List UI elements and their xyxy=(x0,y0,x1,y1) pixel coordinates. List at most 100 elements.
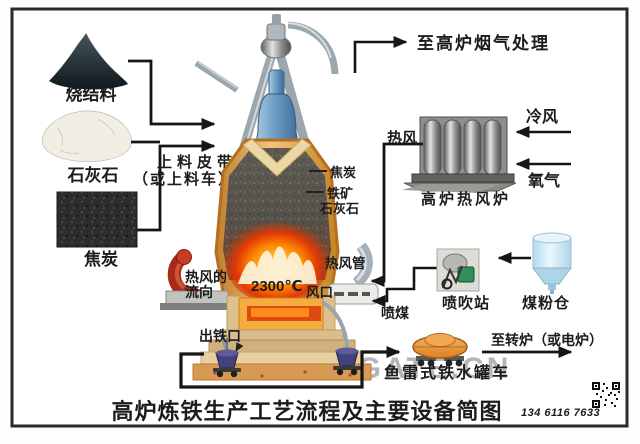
feed-belt-label-2: （或上料车） xyxy=(133,170,235,188)
torpedo-bogie xyxy=(444,356,464,361)
downcomer-highlight xyxy=(287,22,332,59)
ground-speck xyxy=(213,371,217,375)
stove-skirt-2 xyxy=(402,184,500,193)
torpedo-bogie xyxy=(416,356,436,361)
hot-blast-elbow-highlight xyxy=(355,247,367,282)
stove-cylinder xyxy=(443,119,462,176)
top-cap xyxy=(272,14,281,25)
ladle-wheel xyxy=(216,370,224,378)
throat-chute xyxy=(242,138,312,177)
qr-modules xyxy=(596,383,620,407)
platform-slot xyxy=(362,292,370,296)
torpedo-wheel xyxy=(427,359,435,367)
furnace-limestone-label: 石灰石 xyxy=(319,201,359,216)
torpedo-wheel xyxy=(455,359,463,367)
uptake-highlight xyxy=(244,55,274,149)
ladle-cart xyxy=(333,366,361,370)
injection-station-label: 喷吹站 xyxy=(442,294,490,312)
hot-air-duct-label: 热风管 xyxy=(325,255,366,271)
sinter-label: 烧结料 xyxy=(66,84,117,104)
watermark-phone: 134 6116 7633 xyxy=(521,407,600,419)
ground-speck xyxy=(260,374,264,378)
ladle-mouth xyxy=(216,349,238,357)
limestone-material-group: 石灰石 xyxy=(42,110,132,185)
coke-texture xyxy=(57,192,137,247)
qr-finder-dot xyxy=(595,385,597,387)
ground-speck xyxy=(348,373,352,377)
feed-belt-label-1: 上料皮带 xyxy=(157,153,237,171)
charging-bell xyxy=(254,93,300,149)
hot-blast-stove-group: 热风 高炉热风炉 冷风 氧气 xyxy=(370,107,571,287)
stove-label: 高炉热风炉 xyxy=(421,190,511,208)
coal-injection-group: 喷煤 喷吹站 煤粉仓 xyxy=(371,232,572,321)
furnace-ore-label: 铁矿 xyxy=(326,186,353,201)
diagram-title: 高炉炼铁生产工艺流程及主要设备简图 xyxy=(111,399,502,424)
ladle-wheel xyxy=(336,368,344,376)
stove-cylinder xyxy=(463,119,482,176)
stove-cylinder xyxy=(423,119,442,176)
feed-lines xyxy=(128,59,216,232)
qr-finder-dot xyxy=(595,403,597,405)
gas-treatment-line xyxy=(353,36,408,73)
flame-zone xyxy=(238,246,317,284)
coal-bunker-label: 煤粉仓 xyxy=(522,294,570,312)
furnace-annotations: 焦炭 铁矿 石灰石 热风管 风口 热风的 流向 出铁口 xyxy=(185,165,366,352)
stove-cylinder xyxy=(483,119,502,176)
hot-air-flow-label-1: 热风的 xyxy=(185,269,227,285)
ladle-car-right xyxy=(333,347,361,376)
top-left-pipe xyxy=(194,60,239,93)
stove-base xyxy=(411,173,515,183)
to-converter-label: 至转炉（或电炉） xyxy=(491,332,603,348)
ladle-mouth xyxy=(336,347,358,355)
ground-speck xyxy=(303,370,307,374)
qr-code xyxy=(591,381,621,409)
tap-metal-path xyxy=(179,346,401,389)
hot-metal-route: 鱼雷式铁水罐车 至转炉（或电炉） xyxy=(179,332,603,389)
torpedo-wheel xyxy=(445,359,453,367)
cold-blast-label: 冷风 xyxy=(526,107,558,126)
torpedo-car-label: 鱼雷式铁水罐车 xyxy=(384,363,510,382)
limestone-texture xyxy=(57,118,116,155)
station-wheel xyxy=(441,278,453,290)
coke-label: 焦炭 xyxy=(83,249,118,269)
coal-bunker-funnel xyxy=(532,267,572,285)
coal-bunker-top xyxy=(532,232,572,244)
coal-injection-label: 喷煤 xyxy=(381,305,410,321)
tuyere-level xyxy=(160,242,379,310)
furnace-top-structure xyxy=(194,14,339,152)
limestone-label: 石灰石 xyxy=(67,165,119,185)
ladle-car-left xyxy=(213,338,241,378)
hearth-and-base xyxy=(192,295,372,381)
ladle-cart xyxy=(213,368,241,372)
hot-blast-elbow xyxy=(352,242,373,288)
right-runner xyxy=(320,300,349,349)
top-left-pipe-highlight xyxy=(197,61,238,89)
ladle-wheel xyxy=(230,370,238,378)
left-uptake-pipe xyxy=(238,52,277,152)
coal-bunker-spout xyxy=(548,284,556,290)
limestone-pile-image xyxy=(42,110,132,163)
sinter-feed-line xyxy=(128,59,216,130)
ladle-wheel xyxy=(350,368,358,376)
downcomer-pipe xyxy=(287,21,339,75)
sinter-material-group: 烧结料 xyxy=(49,33,128,104)
hot-blast-pipe-line xyxy=(370,142,423,287)
coke-feed-line xyxy=(137,140,216,232)
hot-blast-label: 热风 xyxy=(387,129,417,147)
bustle-pipe-cap xyxy=(176,249,192,265)
torpedo-car-hump xyxy=(424,333,456,347)
sinter-pile-image xyxy=(49,33,128,90)
hot-air-flow-label-2: 流向 xyxy=(185,284,213,300)
right-uptake-pipe xyxy=(275,52,312,152)
top-tank xyxy=(266,23,286,41)
platform-slot xyxy=(334,292,344,296)
furnace-coke-label: 焦炭 xyxy=(329,165,356,180)
torpedo-wheel xyxy=(417,359,425,367)
gas-treatment-label: 至高炉烟气处理 xyxy=(417,33,550,53)
coke-material-group: 焦炭 xyxy=(56,191,138,269)
blast-furnace-body: 2300℃ xyxy=(214,138,340,305)
temperature-label: 2300℃ xyxy=(251,278,303,295)
left-platform-base xyxy=(160,303,232,310)
